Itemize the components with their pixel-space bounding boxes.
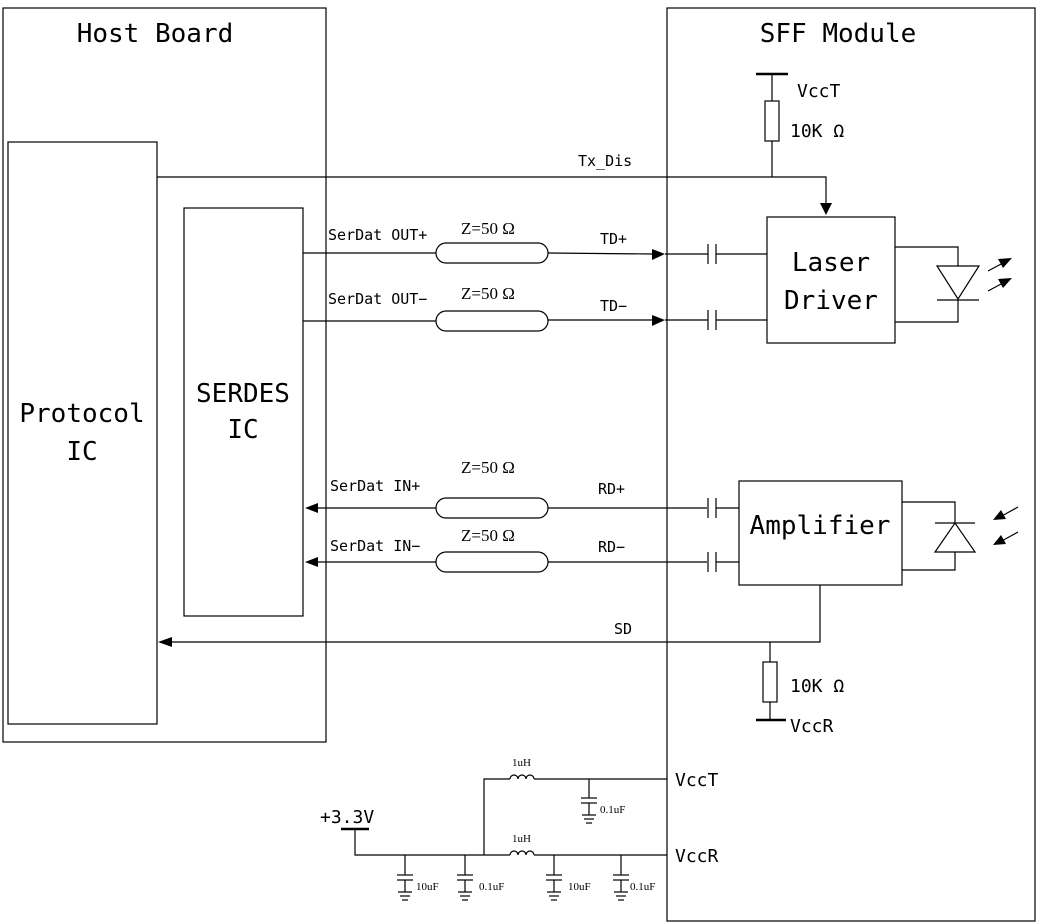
sff-module-frame [666,7,1036,922]
impedance-rd-n-label: Z=50 Ω [461,526,515,545]
tx-dis-arrowhead [820,203,832,215]
rd-n-label: RD− [598,538,625,556]
cap-top-label: 0.1uF [600,804,625,816]
laser-driver-label-2: Driver [784,286,878,316]
sff-module-title: SFF Module [760,19,917,49]
inductor-bottom-label: 1uH [512,833,531,845]
supply-3v3-label: +3.3V [320,807,374,828]
serdes-ic-block [183,207,304,617]
resistor-10k-top [764,100,780,142]
impedance-td-n-label: Z=50 Ω [461,284,515,303]
laser-emit-arrow-1-icon [987,262,1004,272]
vcct-pullup-label: VccT [797,81,841,102]
photodiode-icon [933,521,977,553]
serdes-ic-label-1: SERDES [196,379,290,409]
resistor-top-value: 10K Ω [790,121,844,142]
serdat-in-n-arrowhead [305,557,318,567]
cap-a-label: 10uF [416,881,439,893]
laser-diode-icon [935,265,981,301]
td-p-arrowhead [652,249,665,260]
transmission-line-td-p [435,242,549,264]
inductor-bottom-icon [509,850,535,856]
sd-wire [172,585,821,643]
serdat-in-n-label: SerDat IN− [330,537,420,555]
amplifier-label: Amplifier [750,511,891,541]
vccr-pullup-label: VccR [790,716,834,737]
laser-emit-arrow-2-icon [987,282,1004,292]
td-n-label: TD− [600,297,627,315]
vcct-pin-label: VccT [675,770,719,791]
laser-emit-arrowhead-2 [998,278,1012,288]
cap-b-label: 0.1uF [479,881,504,893]
serdat-in-p-label: SerDat IN+ [330,477,420,495]
serdat-out-p-label: SerDat OUT+ [328,226,427,244]
vcct-branch-wire [483,778,510,855]
td-p-label: TD+ [600,230,627,248]
transmission-line-rd-p [435,497,549,519]
light-in-arrowhead-1 [993,510,1006,520]
rd-p-label: RD+ [598,480,625,498]
photodiode-wire-top [902,501,956,523]
laser-driver-block [766,216,896,344]
laser-driver-label-1: Laser [792,248,870,278]
light-in-arrowhead-2 [993,535,1006,545]
host-board-title: Host Board [77,19,234,49]
transmission-line-td-n [435,310,549,332]
laser-diode-wire-bottom [895,300,959,323]
serdat-in-p-arrowhead [305,503,318,513]
laser-emit-arrowhead-1 [998,258,1012,268]
tx-dis-wire [157,176,827,204]
amplifier-block [738,480,903,586]
supply-3v3-wire [354,829,484,856]
impedance-rd-p-label: Z=50 Ω [461,458,515,477]
resistor-bottom-value: 10K Ω [790,676,844,697]
td-n-arrowhead [652,315,665,326]
sd-label: SD [614,620,632,638]
serdat-out-n-label: SerDat OUT− [328,290,427,308]
vccr-pin-label: VccR [675,846,719,867]
cap-c-label: 10uF [568,881,591,893]
cap-d-label: 0.1uF [630,881,655,893]
photodiode-wire-bottom [902,552,956,571]
tx-dis-label: Tx_Dis [578,152,632,170]
protocol-ic-label-1: Protocol [19,399,144,429]
protocol-ic-label-2: IC [66,437,97,467]
sd-arrowhead [158,637,172,647]
td-p-wire [547,252,653,255]
inductor-top-label: 1uH [512,757,531,769]
protocol-ic-block [7,141,158,725]
transmission-line-rd-n [435,551,549,573]
serdes-ic-label-2: IC [227,415,258,445]
impedance-td-p-label: Z=50 Ω [461,219,515,238]
laser-diode-wire-top [895,246,959,266]
inductor-top-icon [509,774,535,780]
resistor-10k-bottom [762,661,778,703]
